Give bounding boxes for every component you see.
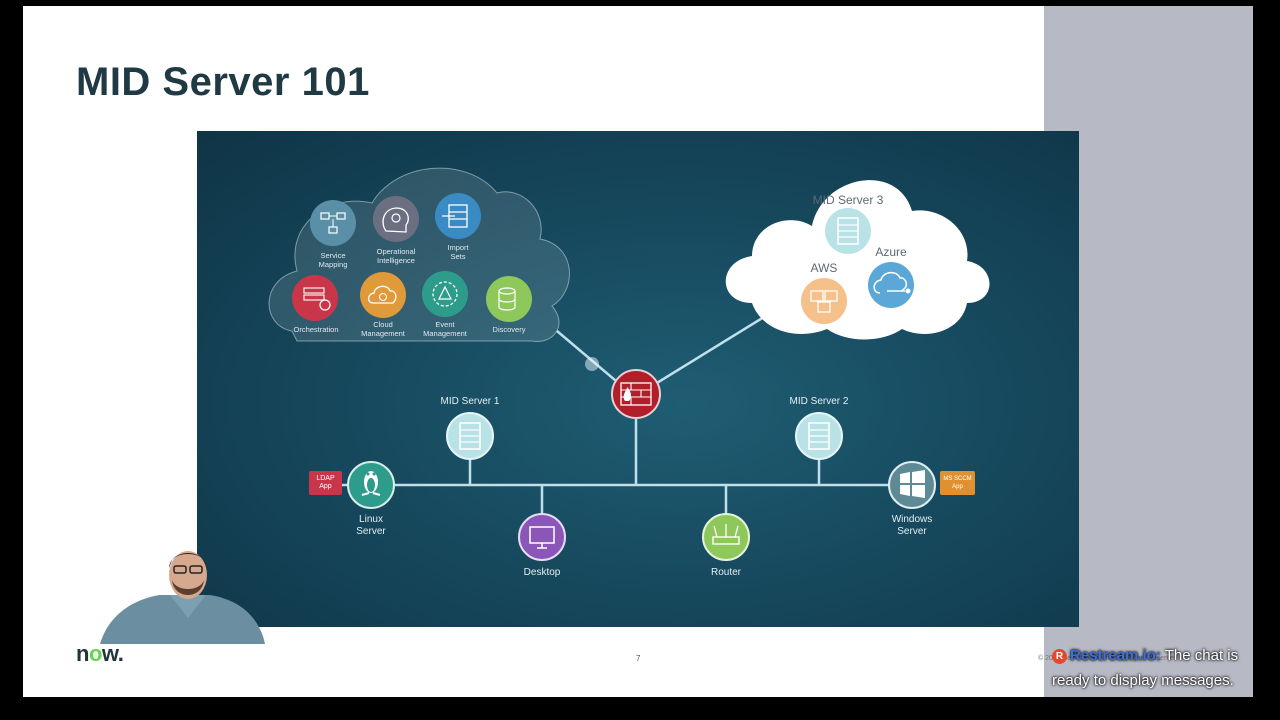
app-label-discovery: Discovery [492,325,526,334]
aws-icon [801,278,847,324]
page-number: 7 [636,654,641,663]
app-icons [292,193,532,322]
mid-server-2-icon [795,412,843,460]
cloud-icons [801,208,914,324]
linux-server-icon [347,461,395,509]
servicenow-logo: now. [76,641,124,666]
router-icon [702,513,750,561]
azure-label: Azure [875,245,907,259]
slide-title: MID Server 101 [76,60,370,104]
sccm-app-label: MS SCCM App [943,476,972,490]
mid-server-3-label: MID Server 3 [812,193,884,207]
desktop-icon [518,513,566,561]
external-cloud-shape [725,180,990,340]
ldap-app-label: LDAP App [316,475,335,490]
mid-server-2-label: MID Server 2 [789,396,849,407]
presenter-webcam [100,551,265,644]
app-label-import-sets: Import Sets [447,243,469,261]
import-icon [435,193,481,239]
brain-gears-icon [373,196,419,242]
alert-gear-icon [422,271,468,317]
chat-message: The chat is ready to display messages. [1052,647,1239,689]
server-gear-icon [292,275,338,321]
router-label: Router [710,567,741,578]
cloud-gear-icon [360,272,406,318]
app-label-orchestration: Orchestration [293,325,339,334]
database-search-icon [486,276,532,322]
external-cloud-link [651,307,778,388]
restream-icon: R [1052,648,1067,664]
mid-server-1-icon [446,412,494,460]
sccm-app-tag [940,471,975,495]
app-label-cloud-management: Cloud Management [361,320,405,338]
copyright-notice: © 2018 ServiceNow, Inc. All Rights Reser… [1038,655,1180,662]
desktop-label: Desktop [523,567,561,578]
aws-label: AWS [810,261,838,275]
diagram-graphics [268,167,990,561]
firewall-icon [611,369,661,419]
windows-server-icon [888,461,936,509]
azure-icon [868,262,914,308]
app-label-service-mapping: Service Mapping [318,251,348,269]
network-diagram: Service Mapping Operational Intelligence… [197,131,1079,627]
app-label-operational-intelligence: Operational Intelligence [376,247,416,265]
glow-dot [585,357,599,371]
app-label-event-management: Event Management [423,320,467,338]
ldap-app-tag [309,471,342,495]
mid-server-1-label: MID Server 1 [440,396,500,407]
linux-server-label: Linux Server [356,514,386,537]
chat-brand: Restream.io: [1070,647,1161,664]
windows-server-label: Windows Server [891,514,933,537]
